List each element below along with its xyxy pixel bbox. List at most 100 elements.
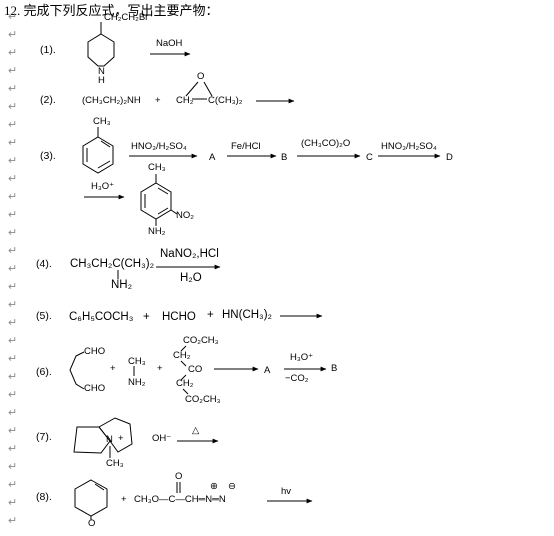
paragraph-mark: ↵ (8, 101, 18, 113)
reaction-8-reagent: hv (281, 486, 292, 497)
reaction-8-carbonyl-bond (176, 482, 181, 493)
reaction-6-plus-2: + (157, 363, 163, 374)
reaction-6-cho-top: CHO (84, 346, 106, 357)
paragraph-mark: ↵ (8, 245, 18, 257)
reaction-8-plus: + (121, 494, 127, 505)
paragraph-mark: ↵ (8, 155, 18, 167)
reaction-5-number: (5). (36, 310, 52, 322)
paragraph-mark: ↵ (8, 353, 18, 365)
paragraph-mark: ↵ (8, 209, 18, 221)
reaction-5-reactant-2: HCHO (162, 311, 196, 323)
paragraph-mark: ↵ (8, 407, 18, 419)
paragraph-mark: ↵ (8, 281, 18, 293)
reaction-3-toluene-ring (82, 127, 114, 174)
reaction-6-product-a: A (264, 365, 271, 376)
reaction-3-methyl: CH₃ (93, 116, 111, 127)
reaction-2-amine: (CH₃CH₂)₂NH (82, 95, 141, 106)
reaction-6-ch2-bottom: CH₂ (176, 378, 194, 389)
paragraph-mark: ↵ (8, 137, 18, 149)
reaction-6-ch2-top: CH₂ (173, 350, 191, 361)
reaction-7-heat: △ (192, 425, 200, 436)
paragraph-mark: ↵ (8, 443, 18, 455)
paragraph-mark: ↵ (8, 425, 18, 437)
paragraph-mark: ↵ (8, 191, 18, 203)
paragraph-mark: ↵ (8, 335, 18, 347)
reaction-3-product-c: C (366, 152, 373, 163)
question-title: 12. 完成下列反应式，写出主要产物： (4, 3, 219, 18)
reaction-6-amine: NH₂ (128, 377, 146, 388)
reaction-6-acetonedicarboxylate-bonds (180, 345, 189, 395)
paragraph-mark: ↵ (8, 29, 18, 41)
reaction-5-plus-2: + (207, 309, 214, 321)
paragraph-mark: ↵ (8, 227, 18, 239)
reaction-7-n-methyl: CH₃ (106, 458, 124, 469)
reaction-3-final-methyl: CH₃ (148, 162, 166, 173)
reaction-3-product-a: A (209, 152, 216, 163)
paragraph-mark: ↵ (8, 173, 18, 185)
reaction-3-final-nh2: NH₂ (148, 226, 166, 237)
reaction-3-reagent-5: H₃O⁺ (91, 181, 115, 192)
reaction-7-bicyclic-ring (73, 417, 133, 458)
reaction-8-ketone-o: O (88, 518, 96, 529)
reaction-3-product-b: B (281, 152, 288, 163)
reaction-8-charge-plus: ⊕ (210, 481, 218, 492)
reaction-6-ester-bottom: CO₂CH₃ (185, 394, 221, 405)
reaction-3-reagent-1: HNO₃/H₂SO₄ (131, 141, 187, 152)
reaction-1-number: (1). (40, 44, 56, 56)
reaction-7-hydroxide: OH⁻ (152, 433, 172, 444)
reaction-2-epoxide-ch2: CH₂ (176, 95, 194, 106)
reaction-6-reagent-top: H₃O⁺ (290, 352, 314, 363)
reaction-3-final-no2: NO₂ (176, 210, 194, 221)
reaction-3-product-d: D (446, 152, 453, 163)
reaction-6-cho-bottom: CHO (84, 383, 106, 394)
paragraph-mark: ↵ (8, 47, 18, 59)
reaction-3-product-ring (140, 174, 178, 226)
paragraph-mark: ↵ (8, 389, 18, 401)
paragraph-mark: ↵ (8, 11, 18, 23)
reaction-2-epoxide-o: O (197, 71, 205, 82)
reaction-4-substrate: CH₃CH₂C(CH₃)₂ (70, 258, 155, 270)
reaction-6-number: (6). (36, 366, 52, 378)
reaction-6-plus-1: + (110, 363, 116, 374)
reaction-5-plus-1: + (143, 311, 150, 323)
reaction-1-ring-n: N (98, 66, 105, 77)
reaction-8-diazo: CH₃O—C—CH═N═N (134, 494, 226, 505)
reaction-2-number: (2). (40, 94, 56, 106)
reaction-7-number: (7). (36, 431, 52, 443)
reaction-3-reagent-2: Fe/HCl (231, 141, 261, 152)
reaction-3-number: (3). (40, 150, 56, 162)
reaction-2-epoxide-ring (185, 81, 213, 100)
paragraph-mark: ↵ (8, 497, 18, 509)
reaction-2-plus: + (155, 95, 161, 106)
reaction-8-cyclohexenone-ring (74, 479, 108, 520)
reaction-1-ring-h: H (98, 75, 105, 86)
paragraph-mark: ↵ (8, 83, 18, 95)
paragraph-mark: ↵ (8, 461, 18, 473)
reaction-4-reagent-bottom: H₂O (180, 272, 202, 284)
paragraph-mark: ↵ (8, 119, 18, 131)
reaction-6-reagent-bottom: −CO₂ (285, 373, 309, 384)
reaction-6-dialdehyde-chain (69, 351, 85, 390)
reaction-3-reagent-3: (CH₃CO)₂O (301, 138, 351, 149)
reaction-3-reagent-4: HNO₃/H₂SO₄ (381, 141, 437, 152)
reaction-5-reactant-3: HN(CH₃)₂ (222, 309, 273, 321)
reaction-2-epoxide-c: C(CH₃)₂ (208, 95, 243, 106)
reaction-5-reactant-1: C₆H₅COCH₃ (69, 311, 134, 323)
paragraph-mark: ↵ (8, 65, 18, 77)
paragraph-mark: ↵ (8, 371, 18, 383)
reaction-6-co: CO (188, 364, 203, 375)
paragraph-mark: ↵ (8, 317, 18, 329)
reaction-6-methyl: CH₃ (128, 356, 146, 367)
paragraph-mark: ↵ (8, 299, 18, 311)
reaction-6-ester-top: CO₂CH₃ (183, 335, 219, 346)
reaction-4-number: (4). (36, 258, 52, 270)
reaction-4-reagent-top: NaNO₂,HCl (160, 248, 219, 260)
reaction-8-number: (8). (36, 491, 52, 503)
paragraph-mark: ↵ (8, 263, 18, 275)
reaction-8-carbonyl-o: O (175, 471, 183, 482)
reaction-8-charge-minus: ⊖ (228, 481, 236, 492)
reaction-1-reagent: NaOH (156, 38, 183, 49)
reaction-7-charge: + (118, 433, 124, 444)
reaction-4-substrate-nh2: NH₂ (111, 279, 133, 291)
reaction-6-product-b: B (331, 363, 338, 374)
